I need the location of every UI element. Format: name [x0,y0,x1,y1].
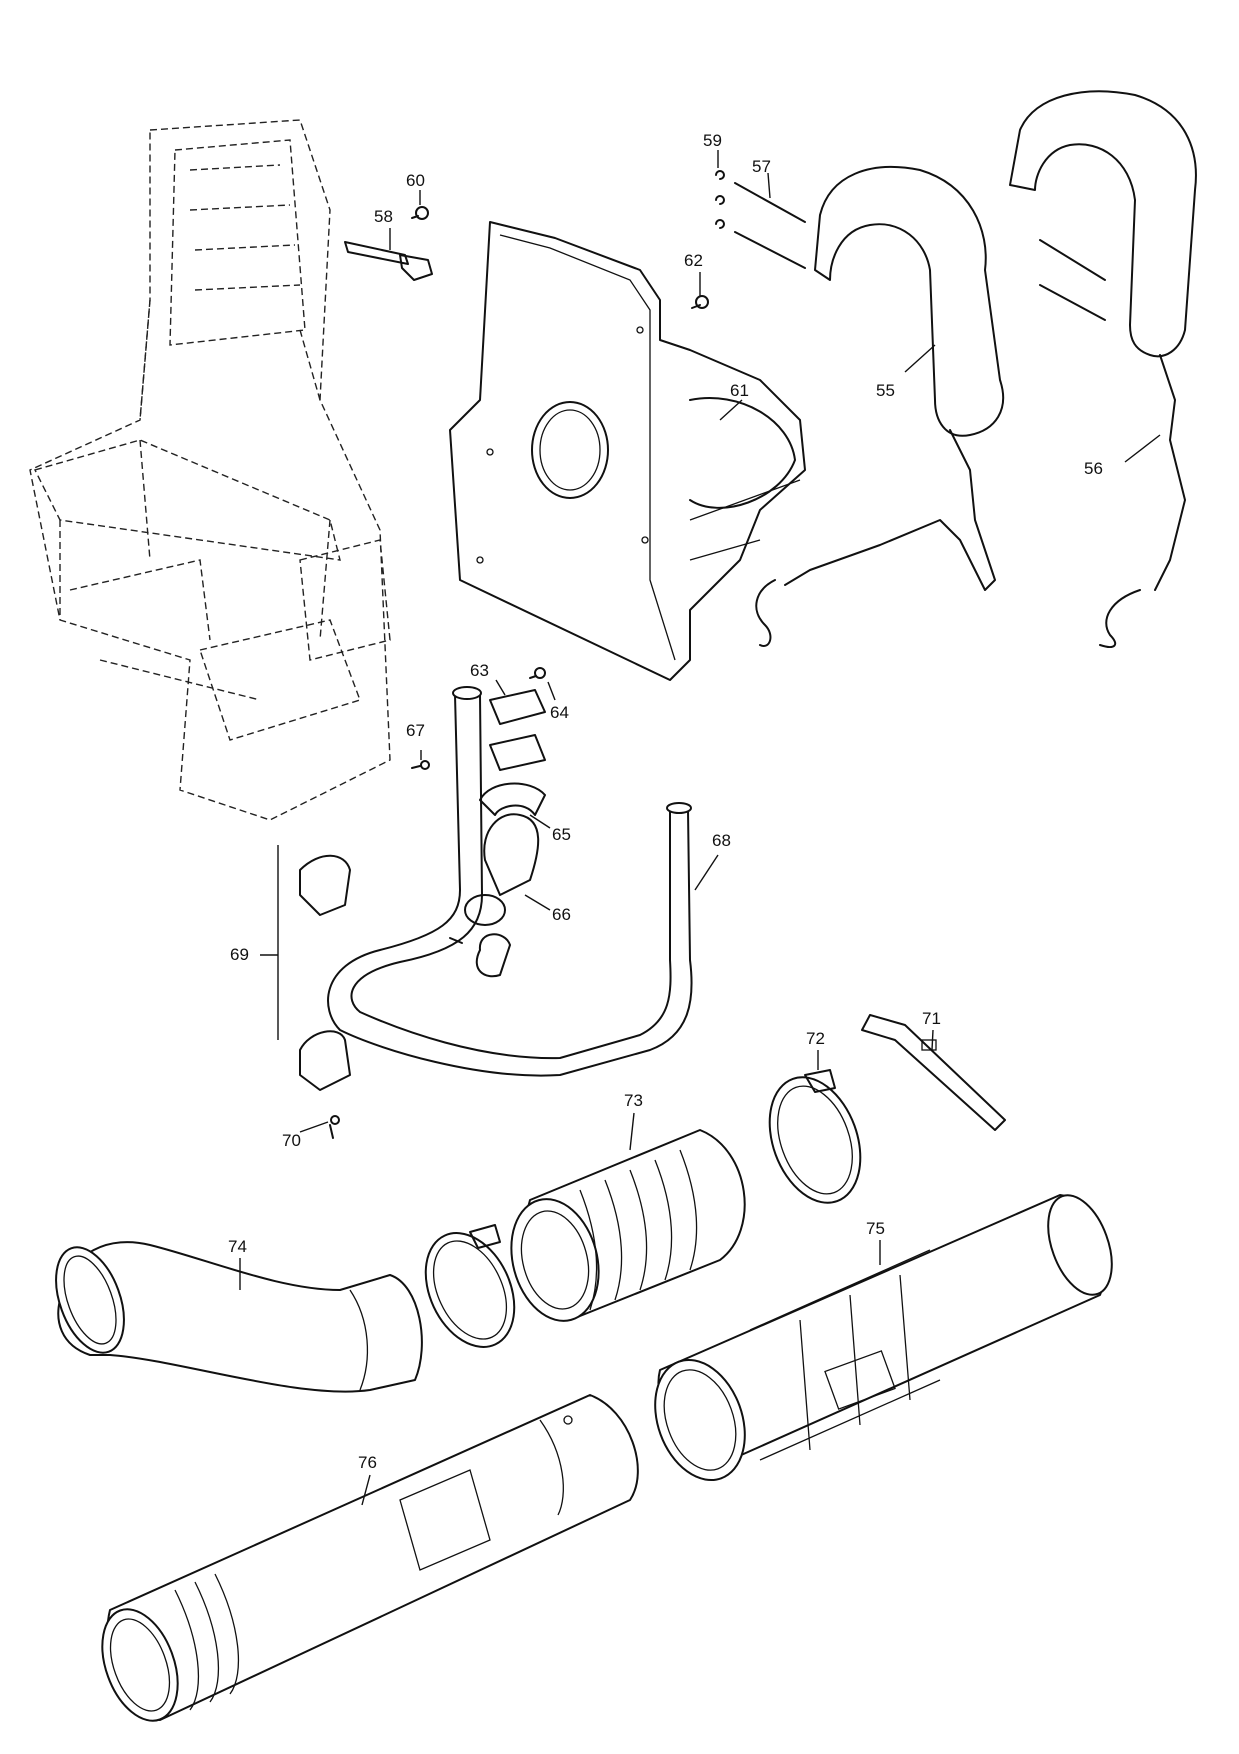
part-67-screw [411,760,430,770]
part-69-elbows [277,845,351,1091]
callout-58: 58 [374,207,393,226]
callout-57: 57 [752,157,771,176]
part-62-bolt [691,295,709,309]
callout-67: 67 [406,721,425,740]
part-74-elbow-pipe [55,1241,423,1393]
callout-64: 64 [550,703,569,722]
part-56-shoulder-strap [1009,90,1197,648]
callout-72: 72 [806,1029,825,1048]
part-72-band-clamp [768,1069,862,1204]
callout-62: 62 [684,251,703,270]
callout-labels: 55 56 57 58 59 60 61 62 63 64 65 66 67 6… [228,131,1103,1472]
callout-59: 59 [703,131,722,150]
callout-70: 70 [282,1131,301,1150]
callout-69: 69 [230,945,249,964]
part-58-latch-strap [344,241,433,281]
engine-unit-phantom [29,119,391,821]
callout-66: 66 [552,905,571,924]
callout-74: 74 [228,1237,247,1256]
callout-63: 63 [470,661,489,680]
callout-71: 71 [922,1009,941,1028]
callout-60: 60 [406,171,425,190]
part-76-nozzle-tube [101,1394,639,1722]
part-64-screw [529,667,546,679]
callout-56: 56 [1084,459,1103,478]
part-63-clamp-halves [489,689,546,771]
part-60-screw [411,206,429,220]
part-73-bellows-hose [510,1129,746,1322]
part-65-band-clamp [479,782,546,816]
part-70-screw [329,1115,340,1139]
part-68-tube-frame [327,686,693,1077]
callout-61: 61 [730,381,749,400]
part-57-pins [734,182,806,269]
part-59-clips [715,170,725,229]
callout-65: 65 [552,825,571,844]
part-66-holder [449,813,540,978]
band-clamp-lower [424,1224,516,1348]
part-71-strap [861,1014,1006,1131]
part-75-pipe-section [654,1194,1113,1482]
callout-68: 68 [712,831,731,850]
callout-76: 76 [358,1453,377,1472]
callout-55: 55 [876,381,895,400]
callout-73: 73 [624,1091,643,1110]
part-61-back-frame [449,221,806,681]
callout-75: 75 [866,1219,885,1238]
part-55-shoulder-strap [755,166,1005,647]
leader-lines [239,150,1161,1506]
